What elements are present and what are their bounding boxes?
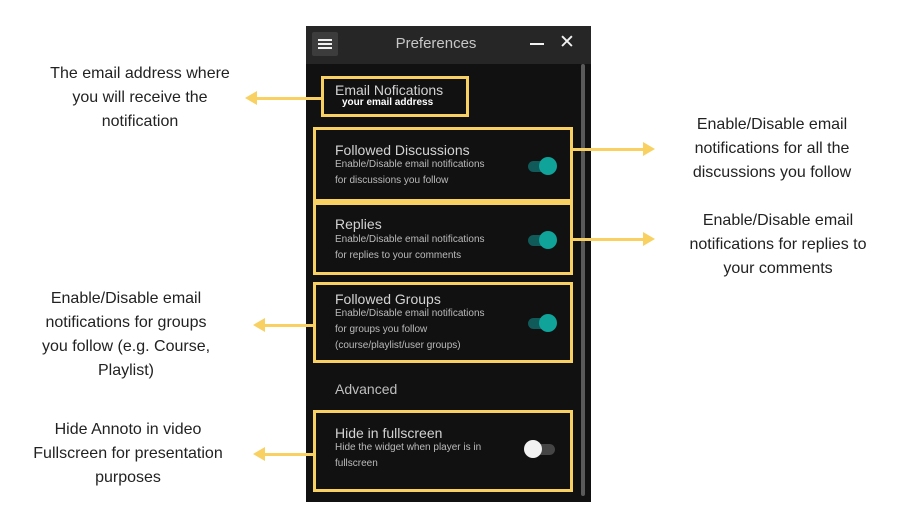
followed-groups-description: Enable/Disable email notifications for g… (335, 308, 485, 351)
followed-groups-highlight (313, 282, 573, 363)
scroll-thumb[interactable] (581, 64, 585, 496)
followed-discussions-description: Enable/Disable email notifications for d… (335, 159, 485, 186)
scrollbar[interactable] (578, 64, 588, 496)
replies-description: Enable/Disable email notifications for r… (335, 234, 485, 261)
arrow-groups (263, 324, 313, 327)
hide-fullscreen-title: Hide in fullscreen (335, 425, 443, 441)
followed-groups-title: Followed Groups (335, 291, 441, 307)
minimize-icon[interactable] (530, 43, 544, 45)
arrow-fullscreen-head (253, 447, 265, 461)
arrow-discussions (573, 148, 645, 151)
followed-discussions-title: Followed Discussions (335, 142, 470, 158)
advanced-section-label: Advanced (335, 381, 398, 397)
followed-discussions-highlight (313, 127, 573, 202)
close-icon[interactable]: ✕ (559, 32, 575, 53)
title-bar: Preferences ✕ (306, 26, 591, 64)
arrow-email (255, 97, 321, 100)
email-notifications-highlight (321, 76, 469, 117)
arrow-fullscreen (263, 453, 313, 456)
arrow-replies-head (643, 232, 655, 246)
window-title: Preferences (395, 35, 477, 52)
email-notifications-title: Email Nofications (335, 82, 444, 98)
annotation-fullscreen: Hide Annoto in video Fullscreen for pres… (33, 421, 223, 486)
preferences-panel: Preferences ✕ Email Nofications your ema… (306, 26, 591, 502)
arrow-replies (573, 238, 645, 241)
replies-highlight (313, 202, 573, 275)
annotation-email: The email address where you will receive… (50, 65, 230, 130)
hamburger-icon[interactable] (312, 32, 338, 56)
arrow-groups-head (253, 318, 265, 332)
annotation-groups: Enable/Disable email notifications for g… (41, 290, 211, 379)
hide-fullscreen-highlight (313, 410, 573, 492)
replies-title: Replies (335, 216, 382, 232)
annotation-replies: Enable/Disable email notifications for r… (689, 212, 867, 277)
arrow-email-head (245, 91, 257, 105)
followed-groups-toggle[interactable] (525, 314, 557, 332)
followed-discussions-toggle[interactable] (525, 157, 557, 175)
email-address: your email address (342, 97, 434, 108)
replies-toggle[interactable] (525, 231, 557, 249)
hide-fullscreen-description: Hide the widget when player is in fullsc… (335, 442, 482, 469)
arrow-discussions-head (643, 142, 655, 156)
hide-fullscreen-toggle[interactable] (524, 440, 556, 458)
annotation-discussions: Enable/Disable email notifications for a… (692, 116, 852, 181)
